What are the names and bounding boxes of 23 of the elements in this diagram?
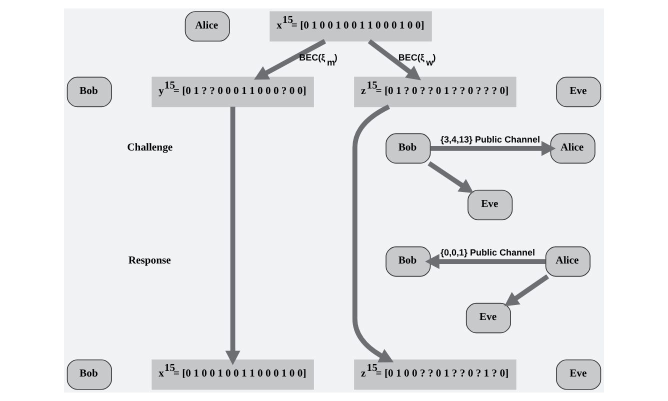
arrow bbox=[254, 39, 326, 80]
arrow bbox=[428, 161, 474, 194]
node-box: Bob bbox=[386, 133, 431, 164]
arrow bbox=[430, 140, 556, 156]
arrow bbox=[368, 39, 421, 80]
arrow bbox=[504, 274, 550, 306]
label: Challenge bbox=[127, 142, 173, 154]
node-box: Bob bbox=[66, 359, 112, 390]
node-box: Alice bbox=[550, 133, 596, 164]
node-box: Eve bbox=[466, 302, 511, 334]
node-box: Alice bbox=[545, 246, 590, 277]
node-box: Eve bbox=[468, 190, 513, 220]
edge-label: {3,4,13} Public Channel bbox=[440, 134, 540, 145]
node-box: Bob bbox=[66, 76, 112, 108]
node-box: Eve bbox=[556, 359, 602, 390]
node-box: Eve bbox=[556, 76, 602, 108]
node-box: Bob bbox=[386, 246, 431, 277]
edge-label: {0,0,1} Public Channel bbox=[440, 248, 536, 258]
label: Response bbox=[128, 256, 171, 267]
arrow bbox=[352, 104, 394, 362]
node-box: Alice bbox=[184, 11, 230, 42]
arrow bbox=[425, 254, 546, 270]
arrow bbox=[225, 106, 240, 366]
